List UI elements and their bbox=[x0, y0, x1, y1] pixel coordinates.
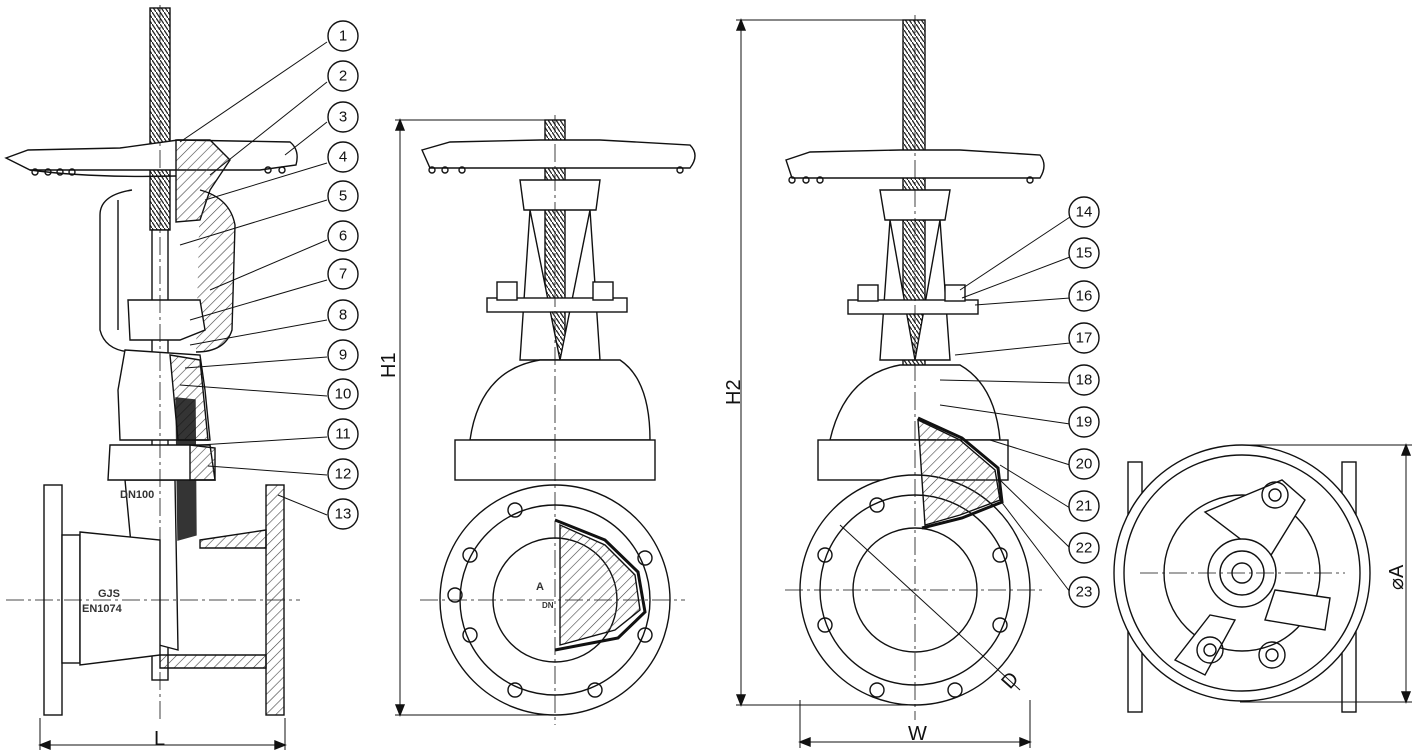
callout-circle bbox=[1068, 576, 1100, 608]
front-section-view bbox=[394, 115, 696, 725]
dimension-L-label: L bbox=[154, 728, 165, 750]
callout-circle bbox=[1068, 448, 1100, 480]
callout-circle bbox=[327, 220, 359, 252]
casting-material-mark: GJS bbox=[98, 588, 120, 600]
callout-circle bbox=[327, 458, 359, 490]
callout-circle bbox=[1068, 322, 1100, 354]
callout-circle bbox=[327, 141, 359, 173]
callout-number: 14 bbox=[1076, 204, 1093, 221]
callout-8: 8 bbox=[327, 299, 359, 331]
callout-12: 12 bbox=[327, 458, 359, 490]
callout-10: 10 bbox=[327, 378, 359, 410]
callout-number: 9 bbox=[339, 347, 347, 364]
callout-leaders bbox=[179, 41, 1071, 593]
callout-21: 21 bbox=[1068, 490, 1100, 522]
casting-logo-mark: A bbox=[536, 581, 544, 593]
casting-size-mark: DN100 bbox=[120, 489, 154, 501]
callout-4: 4 bbox=[327, 141, 359, 173]
callout-number: 7 bbox=[339, 266, 347, 283]
callout-5: 5 bbox=[327, 180, 359, 212]
callout-23: 23 bbox=[1068, 576, 1100, 608]
callout-circle bbox=[1068, 532, 1100, 564]
callout-number: 23 bbox=[1076, 584, 1093, 601]
dimension-W-label: W bbox=[908, 723, 927, 745]
callout-circle bbox=[1068, 406, 1100, 438]
callout-18: 18 bbox=[1068, 364, 1100, 396]
side-section-view bbox=[4, 5, 300, 751]
callout-number: 22 bbox=[1076, 540, 1093, 557]
callout-2: 2 bbox=[327, 60, 359, 92]
callout-number: 11 bbox=[335, 426, 351, 443]
callout-number: 5 bbox=[339, 188, 347, 205]
callout-number: 19 bbox=[1076, 414, 1093, 431]
callout-circle bbox=[1068, 196, 1100, 228]
callout-circle bbox=[327, 378, 359, 410]
dimension-H2-label: H2 bbox=[723, 379, 745, 405]
callout-circle bbox=[327, 299, 359, 331]
callout-circle bbox=[327, 180, 359, 212]
casting-small-dn-mark: DN bbox=[542, 601, 554, 610]
callout-13: 13 bbox=[327, 498, 359, 530]
callout-number: 20 bbox=[1076, 456, 1093, 473]
callout-number: 4 bbox=[339, 149, 347, 166]
casting-standard-mark: EN1074 bbox=[82, 603, 123, 615]
callout-17: 17 bbox=[1068, 322, 1100, 354]
callout-number: 10 bbox=[335, 386, 352, 403]
callout-number: 12 bbox=[335, 466, 352, 483]
callout-circle bbox=[327, 101, 359, 133]
callout-number: 2 bbox=[339, 68, 347, 85]
callout-circle bbox=[327, 20, 359, 52]
callout-20: 20 bbox=[1068, 448, 1100, 480]
dimension-H1-label: H1 bbox=[378, 352, 400, 378]
callout-circle bbox=[327, 258, 359, 290]
callout-number: 15 bbox=[1076, 245, 1093, 262]
callout-11: 11 bbox=[327, 418, 359, 450]
callout-circle bbox=[327, 60, 359, 92]
top-view bbox=[1113, 443, 1412, 713]
callout-circle bbox=[1068, 280, 1100, 312]
callout-14: 14 bbox=[1068, 196, 1100, 228]
dimension-A-label: ⌀A bbox=[1386, 564, 1408, 590]
callout-circle bbox=[327, 498, 359, 530]
callout-circle bbox=[1068, 364, 1100, 396]
callout-number: 13 bbox=[335, 506, 352, 523]
callout-circle bbox=[1068, 490, 1100, 522]
callout-1: 1 bbox=[327, 20, 359, 52]
callout-number: 8 bbox=[339, 307, 347, 324]
callout-6: 6 bbox=[327, 220, 359, 252]
callout-number: 21 bbox=[1076, 498, 1093, 515]
handwheel bbox=[4, 139, 298, 171]
callout-9: 9 bbox=[327, 339, 359, 371]
callout-number: 6 bbox=[339, 228, 347, 245]
callout-number: 18 bbox=[1076, 372, 1093, 389]
front-section-view-2 bbox=[735, 15, 1045, 748]
callout-7: 7 bbox=[327, 258, 359, 290]
callout-19: 19 bbox=[1068, 406, 1100, 438]
callout-3: 3 bbox=[327, 101, 359, 133]
callout-number: 3 bbox=[339, 109, 347, 126]
callout-circle bbox=[327, 339, 359, 371]
callout-number: 1 bbox=[339, 28, 347, 45]
callout-22: 22 bbox=[1068, 532, 1100, 564]
callout-number: 17 bbox=[1076, 330, 1093, 347]
callout-number: 16 bbox=[1076, 288, 1093, 305]
callout-circle bbox=[1068, 237, 1100, 269]
callout-circle bbox=[327, 418, 359, 450]
callout-15: 15 bbox=[1068, 237, 1100, 269]
callout-16: 16 bbox=[1068, 280, 1100, 312]
handwheel-spokes bbox=[31, 166, 286, 176]
flange-bolt-holes bbox=[447, 502, 653, 698]
